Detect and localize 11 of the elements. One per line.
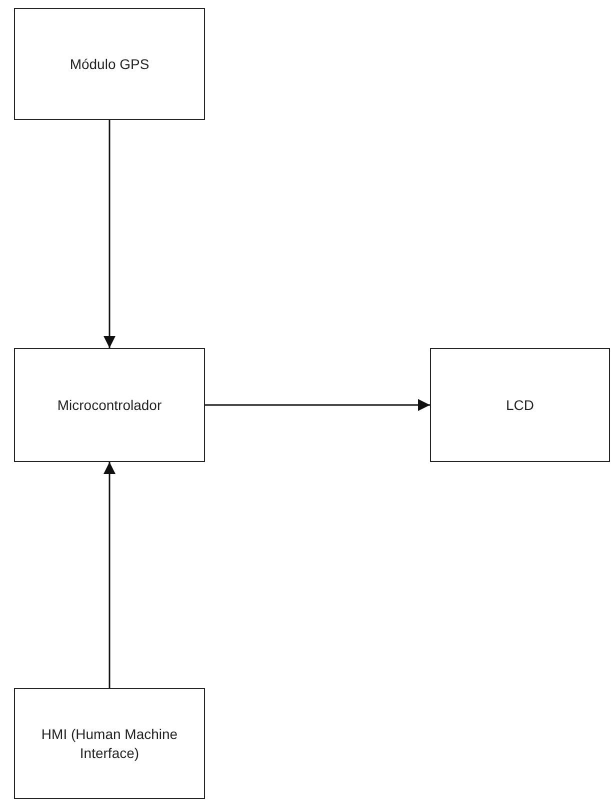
block-label: LCD [506,396,534,414]
block-box [14,348,205,462]
block-label: Microcontrolador [57,396,162,414]
block-box [430,348,610,462]
arrow [104,120,116,348]
block-label: Módulo GPS [70,54,150,74]
arrow [104,462,116,688]
block-box [14,688,205,799]
block-label: HMI (Human Machine Interface) [40,724,179,762]
arrow [205,399,430,411]
block-box [14,8,205,120]
